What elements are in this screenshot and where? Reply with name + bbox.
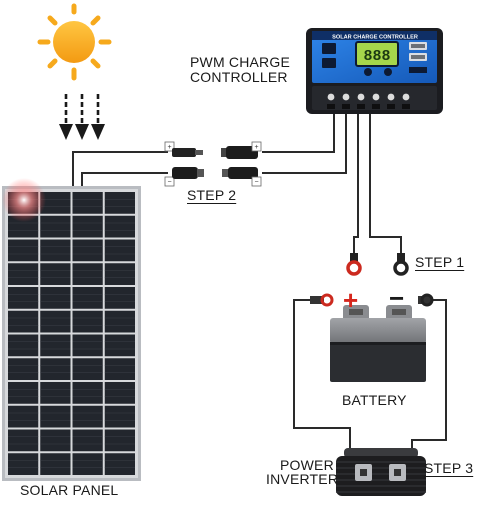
- battery-clamp-terminals: [310, 293, 434, 307]
- solar-cell: [8, 405, 39, 428]
- svg-text:+: +: [254, 144, 258, 151]
- pwm-label-line1: PWM CHARGE: [190, 54, 290, 70]
- pwm-label-line2: CONTROLLER: [190, 69, 288, 85]
- solar-cell: [40, 358, 71, 380]
- controller-display-text: 888: [363, 48, 390, 65]
- solar-cell: [8, 287, 39, 309]
- inverter-wires: [293, 299, 447, 451]
- solar-cell: [40, 453, 71, 475]
- step2-label: STEP 2: [187, 187, 237, 203]
- controller-header-text: SOLAR CHARGE CONTROLLER: [332, 35, 418, 41]
- svg-text:−: −: [167, 179, 171, 186]
- solar-cell: [104, 263, 135, 285]
- positive-sign: +: [343, 285, 359, 315]
- solar-cell: [8, 358, 39, 380]
- solar-cell: [40, 405, 71, 428]
- solar-cell: [8, 215, 39, 238]
- solar-cell: [104, 239, 135, 262]
- solar-cell: [40, 382, 71, 404]
- solar-cell: [8, 239, 39, 262]
- solar-cell: [40, 334, 71, 357]
- battery-ring-terminals: [346, 253, 409, 276]
- solar-cell: [72, 358, 103, 380]
- solar-cell: [8, 310, 39, 333]
- solar-cell: [8, 382, 39, 404]
- power-inverter-line1: POWER: [280, 457, 334, 473]
- mc4-connector-top: + +: [164, 141, 262, 159]
- solar-cell: [40, 429, 71, 452]
- solar-cell: [104, 358, 135, 380]
- solar-cell: [104, 287, 135, 309]
- power-inverter-line2: INVERTER: [266, 471, 339, 487]
- solar-cell: [72, 192, 103, 214]
- solar-cell: [104, 453, 135, 475]
- solar-cell: [8, 453, 39, 475]
- solar-cell: [104, 215, 135, 238]
- svg-text:−: −: [254, 179, 258, 186]
- charge-controller: [306, 28, 443, 114]
- solar-cell: [104, 405, 135, 428]
- solar-cell: [72, 215, 103, 238]
- solar-cell: [104, 429, 135, 452]
- solar-panel-label: SOLAR PANEL: [20, 482, 119, 498]
- solar-cell: [72, 287, 103, 309]
- power-inverter-icon: [336, 448, 426, 496]
- panel-wires: [72, 114, 347, 186]
- step1-label: STEP 1: [415, 254, 465, 270]
- solar-cell: [72, 405, 103, 428]
- battery-icon: [330, 305, 426, 382]
- solar-cell: [8, 263, 39, 285]
- solar-panel: [2, 178, 141, 481]
- negative-sign: −: [389, 283, 405, 313]
- solar-cell: [72, 382, 103, 404]
- solar-cell: [72, 334, 103, 357]
- battery-wires: [353, 114, 402, 260]
- solar-cell: [72, 310, 103, 333]
- solar-cell: [8, 429, 39, 452]
- sunlight-arrows-icon: [59, 94, 105, 140]
- solar-cell: [104, 334, 135, 357]
- solar-cell: [8, 334, 39, 357]
- solar-cell: [72, 429, 103, 452]
- sun-icon: [37, 3, 112, 81]
- solar-cell: [40, 263, 71, 285]
- solar-cell: [40, 287, 71, 309]
- solar-cell: [72, 239, 103, 262]
- solar-cell: [104, 382, 135, 404]
- solar-cell: [104, 192, 135, 214]
- battery-label: BATTERY: [342, 392, 407, 408]
- solar-cell: [40, 192, 71, 214]
- mc4-connector-bottom: − −: [164, 167, 262, 187]
- solar-cell: [72, 263, 103, 285]
- solar-cell: [104, 310, 135, 333]
- svg-text:+: +: [167, 144, 171, 151]
- solar-cell: [40, 239, 71, 262]
- step3-label: STEP 3: [424, 460, 474, 476]
- solar-cell: [72, 453, 103, 475]
- solar-cell: [40, 310, 71, 333]
- solar-cells: [8, 192, 135, 475]
- solar-cell: [40, 215, 71, 238]
